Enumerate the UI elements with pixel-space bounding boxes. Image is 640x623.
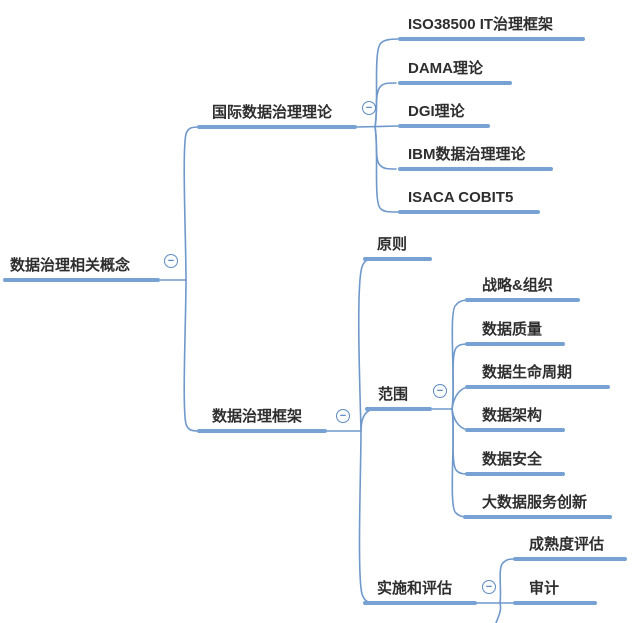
node-label: 战略&组织 xyxy=(482,277,553,294)
collapse-button-international-theory[interactable]: − xyxy=(362,101,376,115)
node-underline xyxy=(3,278,160,282)
node-root[interactable]: 数据治理相关概念 xyxy=(3,256,160,282)
node-label: 大数据服务创新 xyxy=(482,494,588,511)
node-underline xyxy=(197,125,357,129)
node-label: 国际数据治理理论 xyxy=(212,104,333,121)
node-label: 数据安全 xyxy=(482,451,543,468)
node-implementation-evaluation[interactable]: 实施和评估 xyxy=(363,579,477,605)
node-underline xyxy=(365,407,432,411)
node-underline xyxy=(398,210,540,214)
node-underline xyxy=(465,298,580,302)
node-label: 数据治理相关概念 xyxy=(10,257,131,274)
node-label: IBM数据治理理论 xyxy=(408,146,526,163)
node-data-security[interactable]: 数据安全 xyxy=(465,450,565,476)
collapse-button-root[interactable]: − xyxy=(164,254,178,268)
node-bigdata-service-innovation[interactable]: 大数据服务创新 xyxy=(463,493,612,519)
node-underline xyxy=(398,124,490,128)
node-underline xyxy=(363,601,477,605)
node-data-architecture[interactable]: 数据架构 xyxy=(465,406,565,432)
node-audit[interactable]: 审计 xyxy=(513,579,597,605)
node-dama[interactable]: DAMA理论 xyxy=(398,59,512,85)
node-ibm[interactable]: IBM数据治理理论 xyxy=(398,145,553,171)
node-label: 范围 xyxy=(378,386,409,403)
minus-icon: − xyxy=(436,384,444,397)
node-label: ISACA COBIT5 xyxy=(408,189,514,206)
node-underline xyxy=(513,601,597,605)
node-principles[interactable]: 原则 xyxy=(363,235,432,261)
node-underline xyxy=(465,472,565,476)
collapse-button-scope[interactable]: − xyxy=(433,384,447,398)
node-isaca-cobit5[interactable]: ISACA COBIT5 xyxy=(398,188,540,214)
node-dgi[interactable]: DGI理论 xyxy=(398,102,490,128)
minus-icon: − xyxy=(167,254,175,267)
node-label: 数据架构 xyxy=(482,407,543,424)
node-label: 数据质量 xyxy=(482,321,543,338)
node-governance-framework[interactable]: 数据治理框架 xyxy=(197,407,327,433)
node-label: 实施和评估 xyxy=(377,580,453,597)
node-underline xyxy=(463,515,612,519)
node-label: 数据治理框架 xyxy=(212,408,303,425)
minus-icon: − xyxy=(365,101,373,114)
collapse-button-governance-framework[interactable]: − xyxy=(336,409,350,423)
node-label: 数据生命周期 xyxy=(482,364,573,381)
node-underline xyxy=(465,385,610,389)
collapse-button-implementation-evaluation[interactable]: − xyxy=(482,580,496,594)
node-underline xyxy=(513,557,627,561)
node-label: DAMA理论 xyxy=(408,60,483,77)
node-iso38500[interactable]: ISO38500 IT治理框架 xyxy=(398,15,585,41)
node-underline xyxy=(398,37,585,41)
node-scope[interactable]: 范围 xyxy=(365,385,432,411)
node-data-lifecycle[interactable]: 数据生命周期 xyxy=(465,363,610,389)
node-label: DGI理论 xyxy=(408,103,465,120)
node-underline xyxy=(363,257,432,261)
node-underline xyxy=(465,342,565,346)
node-label: 审计 xyxy=(529,580,560,597)
node-label: 原则 xyxy=(377,236,408,253)
minus-icon: − xyxy=(485,580,493,593)
node-maturity-assessment[interactable]: 成熟度评估 xyxy=(513,535,627,561)
node-strategy-organization[interactable]: 战略&组织 xyxy=(465,276,580,302)
node-underline xyxy=(398,167,553,171)
node-international-theory[interactable]: 国际数据治理理论 xyxy=(197,103,357,129)
node-label: ISO38500 IT治理框架 xyxy=(408,16,554,33)
node-data-quality[interactable]: 数据质量 xyxy=(465,320,565,346)
node-label: 成熟度评估 xyxy=(529,536,605,553)
minus-icon: − xyxy=(339,409,347,422)
node-underline xyxy=(197,429,327,433)
node-underline xyxy=(398,81,512,85)
node-underline xyxy=(465,428,565,432)
